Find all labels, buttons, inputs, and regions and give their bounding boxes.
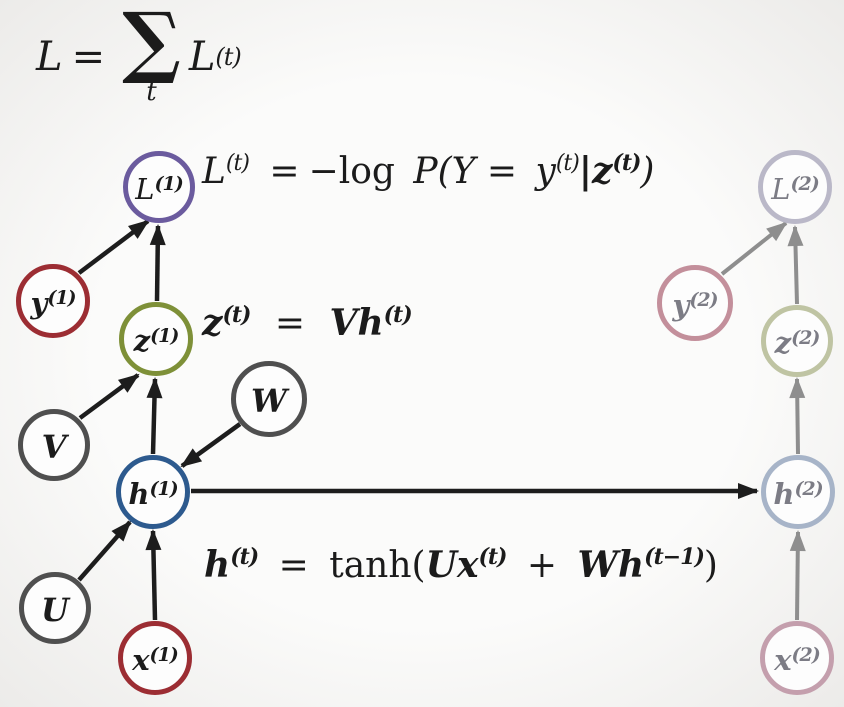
node-x2: x(2) [760,621,834,695]
eq-plus: + [526,545,558,586]
edge-z1-to-L1 [149,224,166,302]
edge-y1-to-L1 [77,219,150,275]
node-h1-label: h(1) [128,476,178,511]
node-z1-label: z(1) [133,323,180,358]
node-L1-label: L(1) [135,171,183,206]
eq-x-sup: (t) [478,544,507,570]
equation-hidden-state: h(t) = tanh(Ux(t) + Wh(t−1)) [204,544,718,586]
eq-h-sup: (t−1) [644,544,705,570]
edge-U-to-h1 [77,520,132,582]
node-z1: z(1) [119,302,193,376]
node-y1: y(1) [16,264,90,338]
node-z2-label: z(2) [774,325,821,360]
eq-W: W [577,544,618,586]
summation-symbol: ∑ t [122,0,181,107]
eq-lhs-sup: (t) [225,151,250,176]
eq-z: z [591,150,613,192]
node-U: U [19,572,91,644]
node-x1: x(1) [118,621,192,695]
eq-lhs: L [36,34,63,81]
node-L2: L(2) [758,150,832,224]
node-x2-label: x(2) [774,642,821,677]
eq-V: V [329,302,358,344]
eq-lhs-sup: (t) [230,544,259,570]
eq-U: U [425,544,458,586]
eq-y: y [535,151,556,192]
node-h2: h(2) [761,455,835,529]
eq-equals: = [274,303,306,344]
node-y2-label: y(2) [672,287,718,322]
equation-total-loss: L = ∑ t L(t) [36,0,242,107]
node-U-label: U [41,591,69,629]
node-y1-label: y(1) [30,285,76,320]
eq-equals: = [269,151,300,192]
eq-equals: = [278,545,309,586]
eq-close: ) [703,545,718,586]
eq-lhs: z [202,302,223,344]
eq-neg-log: −log [308,151,395,192]
edge-W-to-h1 [180,422,242,468]
edge-x1-to-h1 [145,529,162,621]
node-L1: L(1) [123,151,195,223]
node-W-label: W [251,382,287,420]
node-h2-label: h(2) [773,476,823,511]
edge-z2-to-L2 [787,225,804,305]
node-V: V [18,409,90,481]
eq-lhs: L [202,151,226,192]
eq-prob-open: P(Y = [413,151,518,192]
eq-h-sup: (t) [383,302,413,328]
edge-x2-to-h2 [789,530,806,621]
eq-tanh-open: tanh( [329,545,426,586]
eq-h: h [617,544,645,586]
node-L2-label: L(2) [771,171,819,206]
summation-index: t [146,76,157,107]
node-V-label: V [41,428,67,466]
eq-h: h [357,302,384,344]
edge-V-to-z1 [78,373,140,420]
eq-z-sup: (t) [612,150,641,176]
node-W: W [231,361,307,437]
eq-term-sup: (t) [215,43,241,72]
equation-output: z(t) = Vh(t) [202,302,413,344]
eq-lhs-sup: (t) [222,302,251,328]
eq-close: ) [640,151,655,192]
edge-y2-to-L2 [720,221,788,276]
node-z2: z(2) [761,305,833,377]
eq-x: x [457,544,479,586]
edge-h1-to-z1 [146,377,163,455]
eq-equals: = [71,34,106,81]
eq-conditional-bar: | [578,150,592,192]
edge-h2-to-z2 [789,377,806,455]
node-h1: h(1) [116,455,190,529]
eq-lhs: h [204,544,231,586]
node-x1-label: x(1) [132,642,179,677]
eq-y-sup: (t) [555,151,580,176]
eq-term: L [188,34,216,81]
node-y2: y(2) [657,265,733,341]
equation-step-loss: L(t) =−log P(Y = y(t)|z(t)) [202,150,654,192]
